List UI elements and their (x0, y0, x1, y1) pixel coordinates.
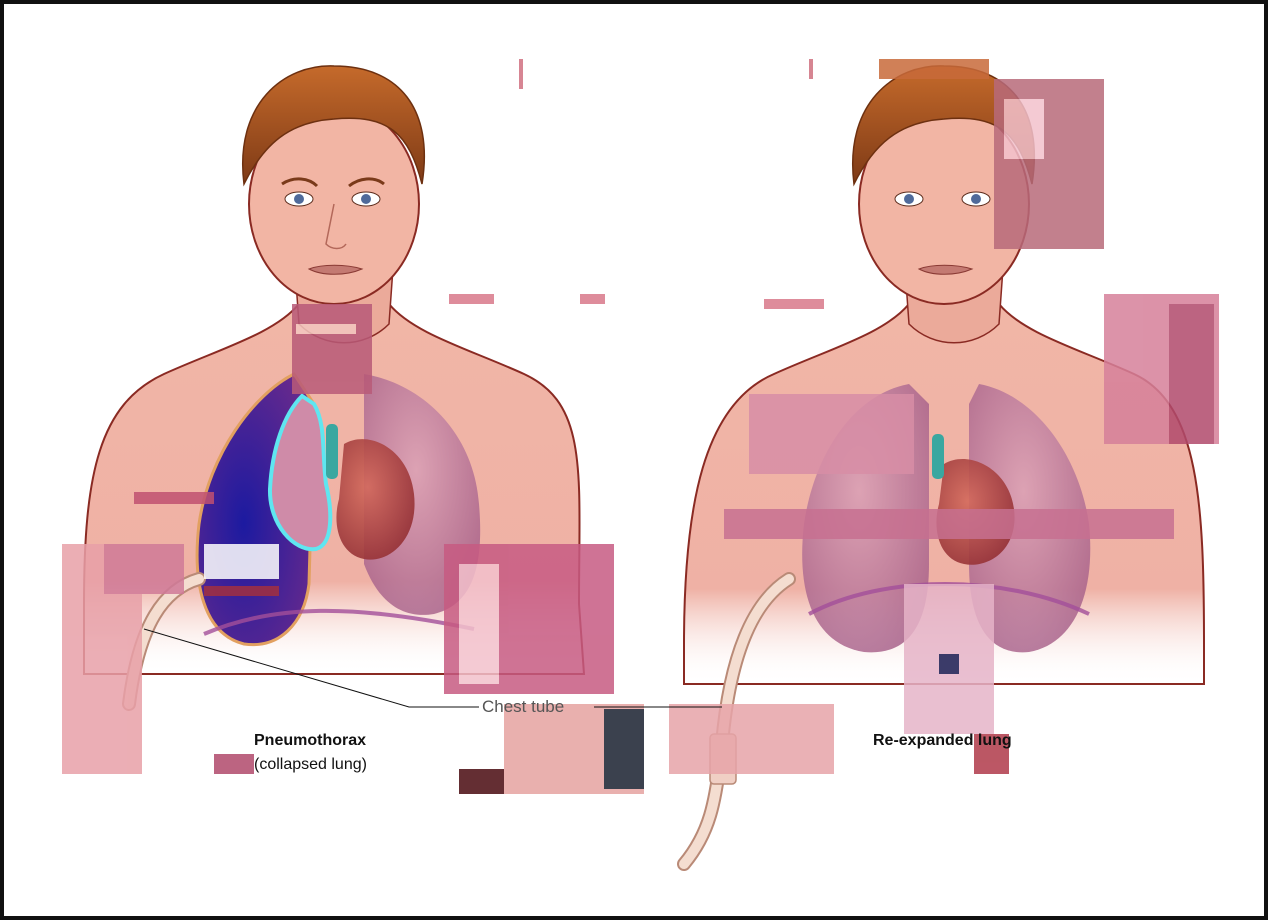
left-iris-right (361, 194, 371, 204)
right-iris-left (904, 194, 914, 204)
pneumothorax-label: Pneumothorax (254, 732, 366, 750)
right-iris-right (971, 194, 981, 204)
left-trachea (326, 424, 338, 479)
chest-tube-label: Chest tube (482, 697, 564, 717)
left-iris-left (294, 194, 304, 204)
chest-tube-illustration (4, 4, 1268, 924)
left-figure (62, 59, 644, 794)
collapsed-lung-label: (collapsed lung) (254, 756, 367, 774)
right-trachea (932, 434, 944, 479)
reexpanded-lung-label: Re-expanded lung (873, 732, 1012, 750)
